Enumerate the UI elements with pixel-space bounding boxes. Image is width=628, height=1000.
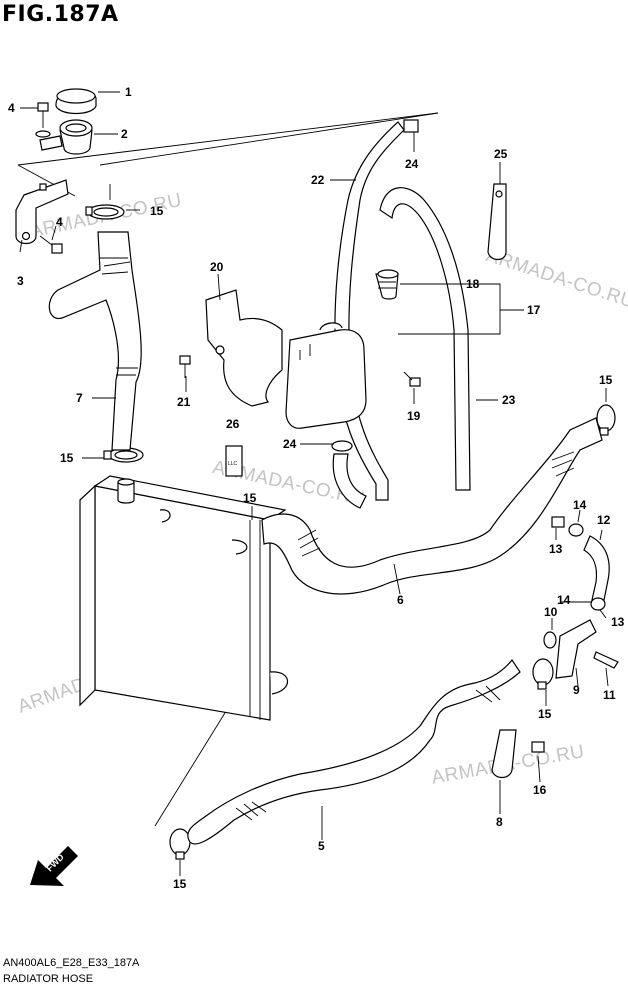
callout-4: 4: [8, 101, 15, 115]
callout-21: 21: [177, 395, 191, 409]
llc-label-text: LLC: [228, 461, 238, 467]
bolt-21: [179, 355, 191, 378]
callout-25: 25: [494, 147, 508, 161]
callout-1: 1: [125, 85, 132, 99]
bracket-8: [491, 729, 545, 779]
guide-line: [99, 112, 439, 166]
bracket: [15, 179, 69, 245]
callout-16: 16: [533, 783, 547, 797]
callout-14: 14: [573, 498, 587, 512]
callout-13b: 13: [611, 615, 625, 629]
callout-5: 5: [318, 839, 325, 853]
fitting-9: [543, 619, 597, 679]
llc-label: [225, 445, 243, 477]
callout-20: 20: [210, 260, 224, 274]
callout-9: 9: [573, 683, 580, 697]
guide-line: [17, 112, 439, 166]
callout-6: 6: [397, 593, 404, 607]
callout-15-right: 15: [599, 373, 613, 387]
callout-24-top: 24: [405, 157, 419, 171]
bolt-top: [35, 102, 51, 138]
filler-neck: [39, 119, 93, 155]
callout-15-mid: 15: [243, 491, 257, 505]
bolt-11: [593, 651, 619, 669]
bolt-side: [39, 235, 63, 254]
callout-15-left: 15: [60, 451, 74, 465]
clip-24: [403, 119, 419, 133]
diagram-subtitle: RADIATOR HOSE: [3, 973, 94, 985]
callout-11: 11: [603, 688, 616, 702]
callout-10: 10: [544, 605, 558, 619]
callout-14b: 14: [557, 593, 571, 607]
callout-7: 7: [76, 391, 83, 405]
hose-clamp: [85, 204, 125, 220]
hose-6: [261, 417, 603, 595]
callout-26: 26: [226, 417, 240, 431]
callout-19: 19: [407, 409, 421, 423]
hose-clamp: [596, 404, 616, 436]
hose-24: [331, 440, 367, 509]
callout-18: 18: [466, 277, 480, 291]
tank-bracket: [205, 289, 283, 407]
callout-4-side: 4: [56, 215, 63, 229]
figure-title: FIG.187A: [2, 2, 119, 27]
bracket-25: [487, 183, 507, 261]
hose-12: [583, 535, 610, 601]
reservoir-tank: [285, 322, 367, 429]
callout-15-lower: 15: [538, 707, 552, 721]
hose-5: [187, 658, 521, 845]
radiator-cap: [55, 88, 97, 115]
hose-23: [379, 187, 471, 491]
callout-15-bottom: 15: [173, 877, 187, 891]
hose-7: [48, 231, 142, 451]
callout-2: 2: [121, 127, 128, 141]
callout-17: 17: [527, 303, 541, 317]
guide-line: [154, 707, 229, 827]
clamp-14: [568, 523, 606, 611]
fwd-arrow: FWD: [30, 846, 78, 886]
diagram-code: AN400AL6_E28_E33_187A: [3, 957, 140, 969]
callout-23: 23: [502, 393, 516, 407]
radiator: [79, 475, 289, 721]
bolt-13: [551, 516, 565, 528]
leader-lines: [19, 91, 609, 876]
callout-15-top: 15: [150, 204, 164, 218]
callout-12: 12: [597, 513, 611, 527]
callout-24-low: 24: [283, 437, 297, 451]
hose-clamp: [169, 828, 191, 860]
callout-22: 22: [311, 173, 325, 187]
callout-13: 13: [549, 542, 563, 556]
bolt-19: [403, 371, 421, 387]
reservoir-cap: [375, 269, 399, 300]
hose-clamp: [532, 658, 554, 690]
callout-8: 8: [496, 815, 503, 829]
callout-3: 3: [17, 274, 24, 288]
